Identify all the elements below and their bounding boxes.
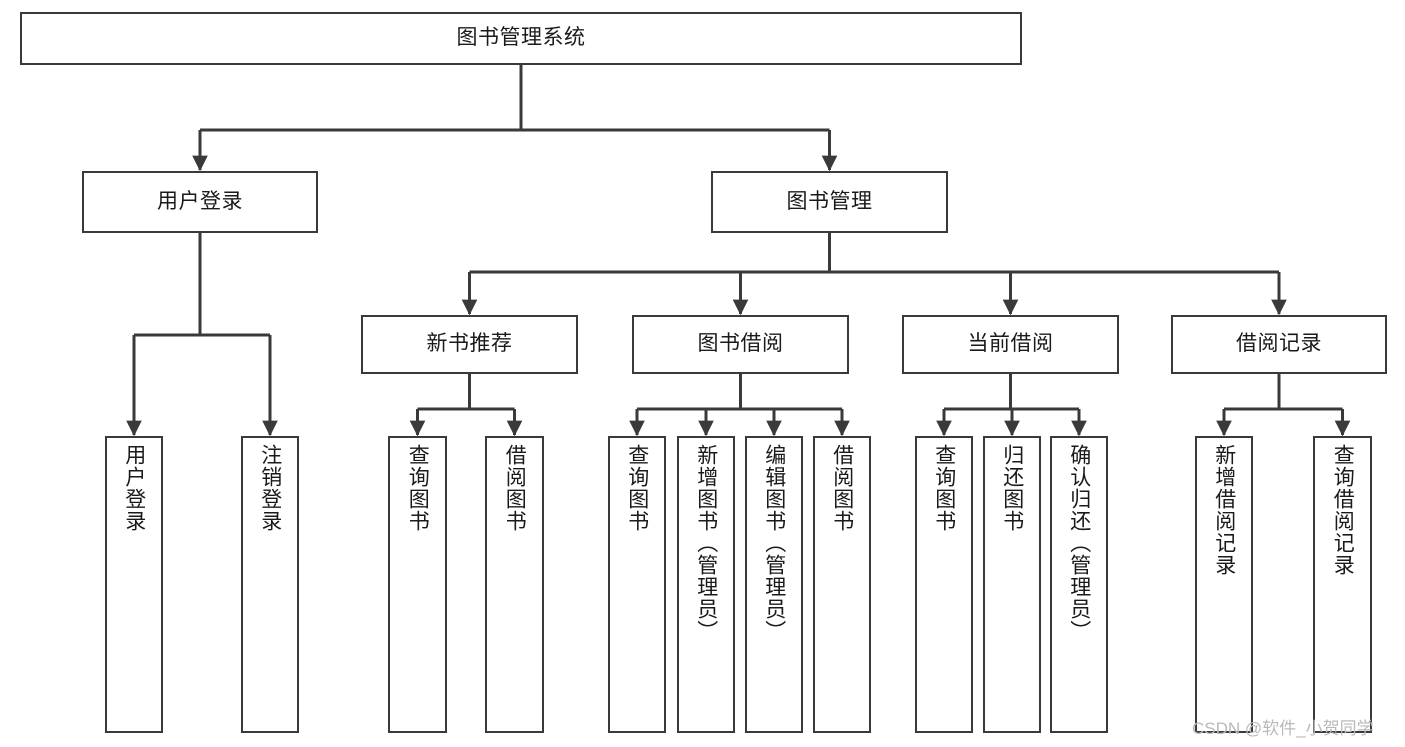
node-leaf-logout[interactable]: 注销登录 (241, 436, 299, 733)
node-root[interactable]: 图书管理系统 (20, 12, 1022, 65)
node-leaf-edit-book[interactable]: 编辑图书（管理员） (745, 436, 803, 733)
node-label: 归还图书 (1000, 444, 1024, 532)
csdn-watermark: CSDN @软件_小贺同学 (1192, 719, 1374, 738)
node-leaf-query-book-1[interactable]: 查询图书 (388, 436, 447, 733)
node-leaf-query-book-3[interactable]: 查询图书 (915, 436, 973, 733)
node-label: 注销登录 (258, 444, 282, 532)
node-leaf-query-record[interactable]: 查询借阅记录 (1313, 436, 1372, 733)
node-borrow-record[interactable]: 借阅记录 (1171, 315, 1387, 374)
node-label: 当前借阅 (967, 332, 1054, 356)
node-current-borrow[interactable]: 当前借阅 (902, 315, 1119, 374)
node-label: 查询借阅记录 (1331, 444, 1355, 576)
node-leaf-user-login[interactable]: 用户登录 (105, 436, 163, 733)
node-label: 借阅记录 (1236, 332, 1322, 356)
node-label: 借阅图书 (830, 444, 854, 532)
node-leaf-add-record[interactable]: 新增借阅记录 (1195, 436, 1253, 733)
node-label: 确认归还（管理员） (1067, 444, 1091, 642)
node-label: 编辑图书（管理员） (762, 444, 786, 642)
node-label: 查询图书 (932, 444, 956, 532)
node-leaf-query-book-2[interactable]: 查询图书 (608, 436, 666, 733)
node-label: 查询图书 (406, 444, 430, 532)
node-book-manage[interactable]: 图书管理 (711, 171, 948, 233)
node-new-book-recommend[interactable]: 新书推荐 (361, 315, 578, 374)
node-label: 新增借阅记录 (1212, 444, 1236, 576)
node-leaf-borrow-book-1[interactable]: 借阅图书 (485, 436, 544, 733)
node-label: 图书管理系统 (456, 26, 586, 50)
node-leaf-add-book[interactable]: 新增图书（管理员） (677, 436, 735, 733)
node-label: 用户登录 (157, 189, 243, 213)
node-label: 用户登录 (122, 444, 146, 532)
node-label: 图书管理 (786, 189, 873, 213)
node-book-borrow[interactable]: 图书借阅 (632, 315, 849, 374)
node-leaf-borrow-book-2[interactable]: 借阅图书 (813, 436, 871, 733)
node-user-login[interactable]: 用户登录 (82, 171, 318, 233)
node-label: 查询图书 (625, 444, 649, 532)
node-label: 新书推荐 (426, 332, 513, 356)
node-label: 新增图书（管理员） (694, 444, 718, 642)
node-leaf-return-book[interactable]: 归还图书 (983, 436, 1041, 733)
node-label: 借阅图书 (503, 444, 527, 532)
node-label: 图书借阅 (697, 332, 784, 356)
node-leaf-confirm-return[interactable]: 确认归还（管理员） (1050, 436, 1108, 733)
